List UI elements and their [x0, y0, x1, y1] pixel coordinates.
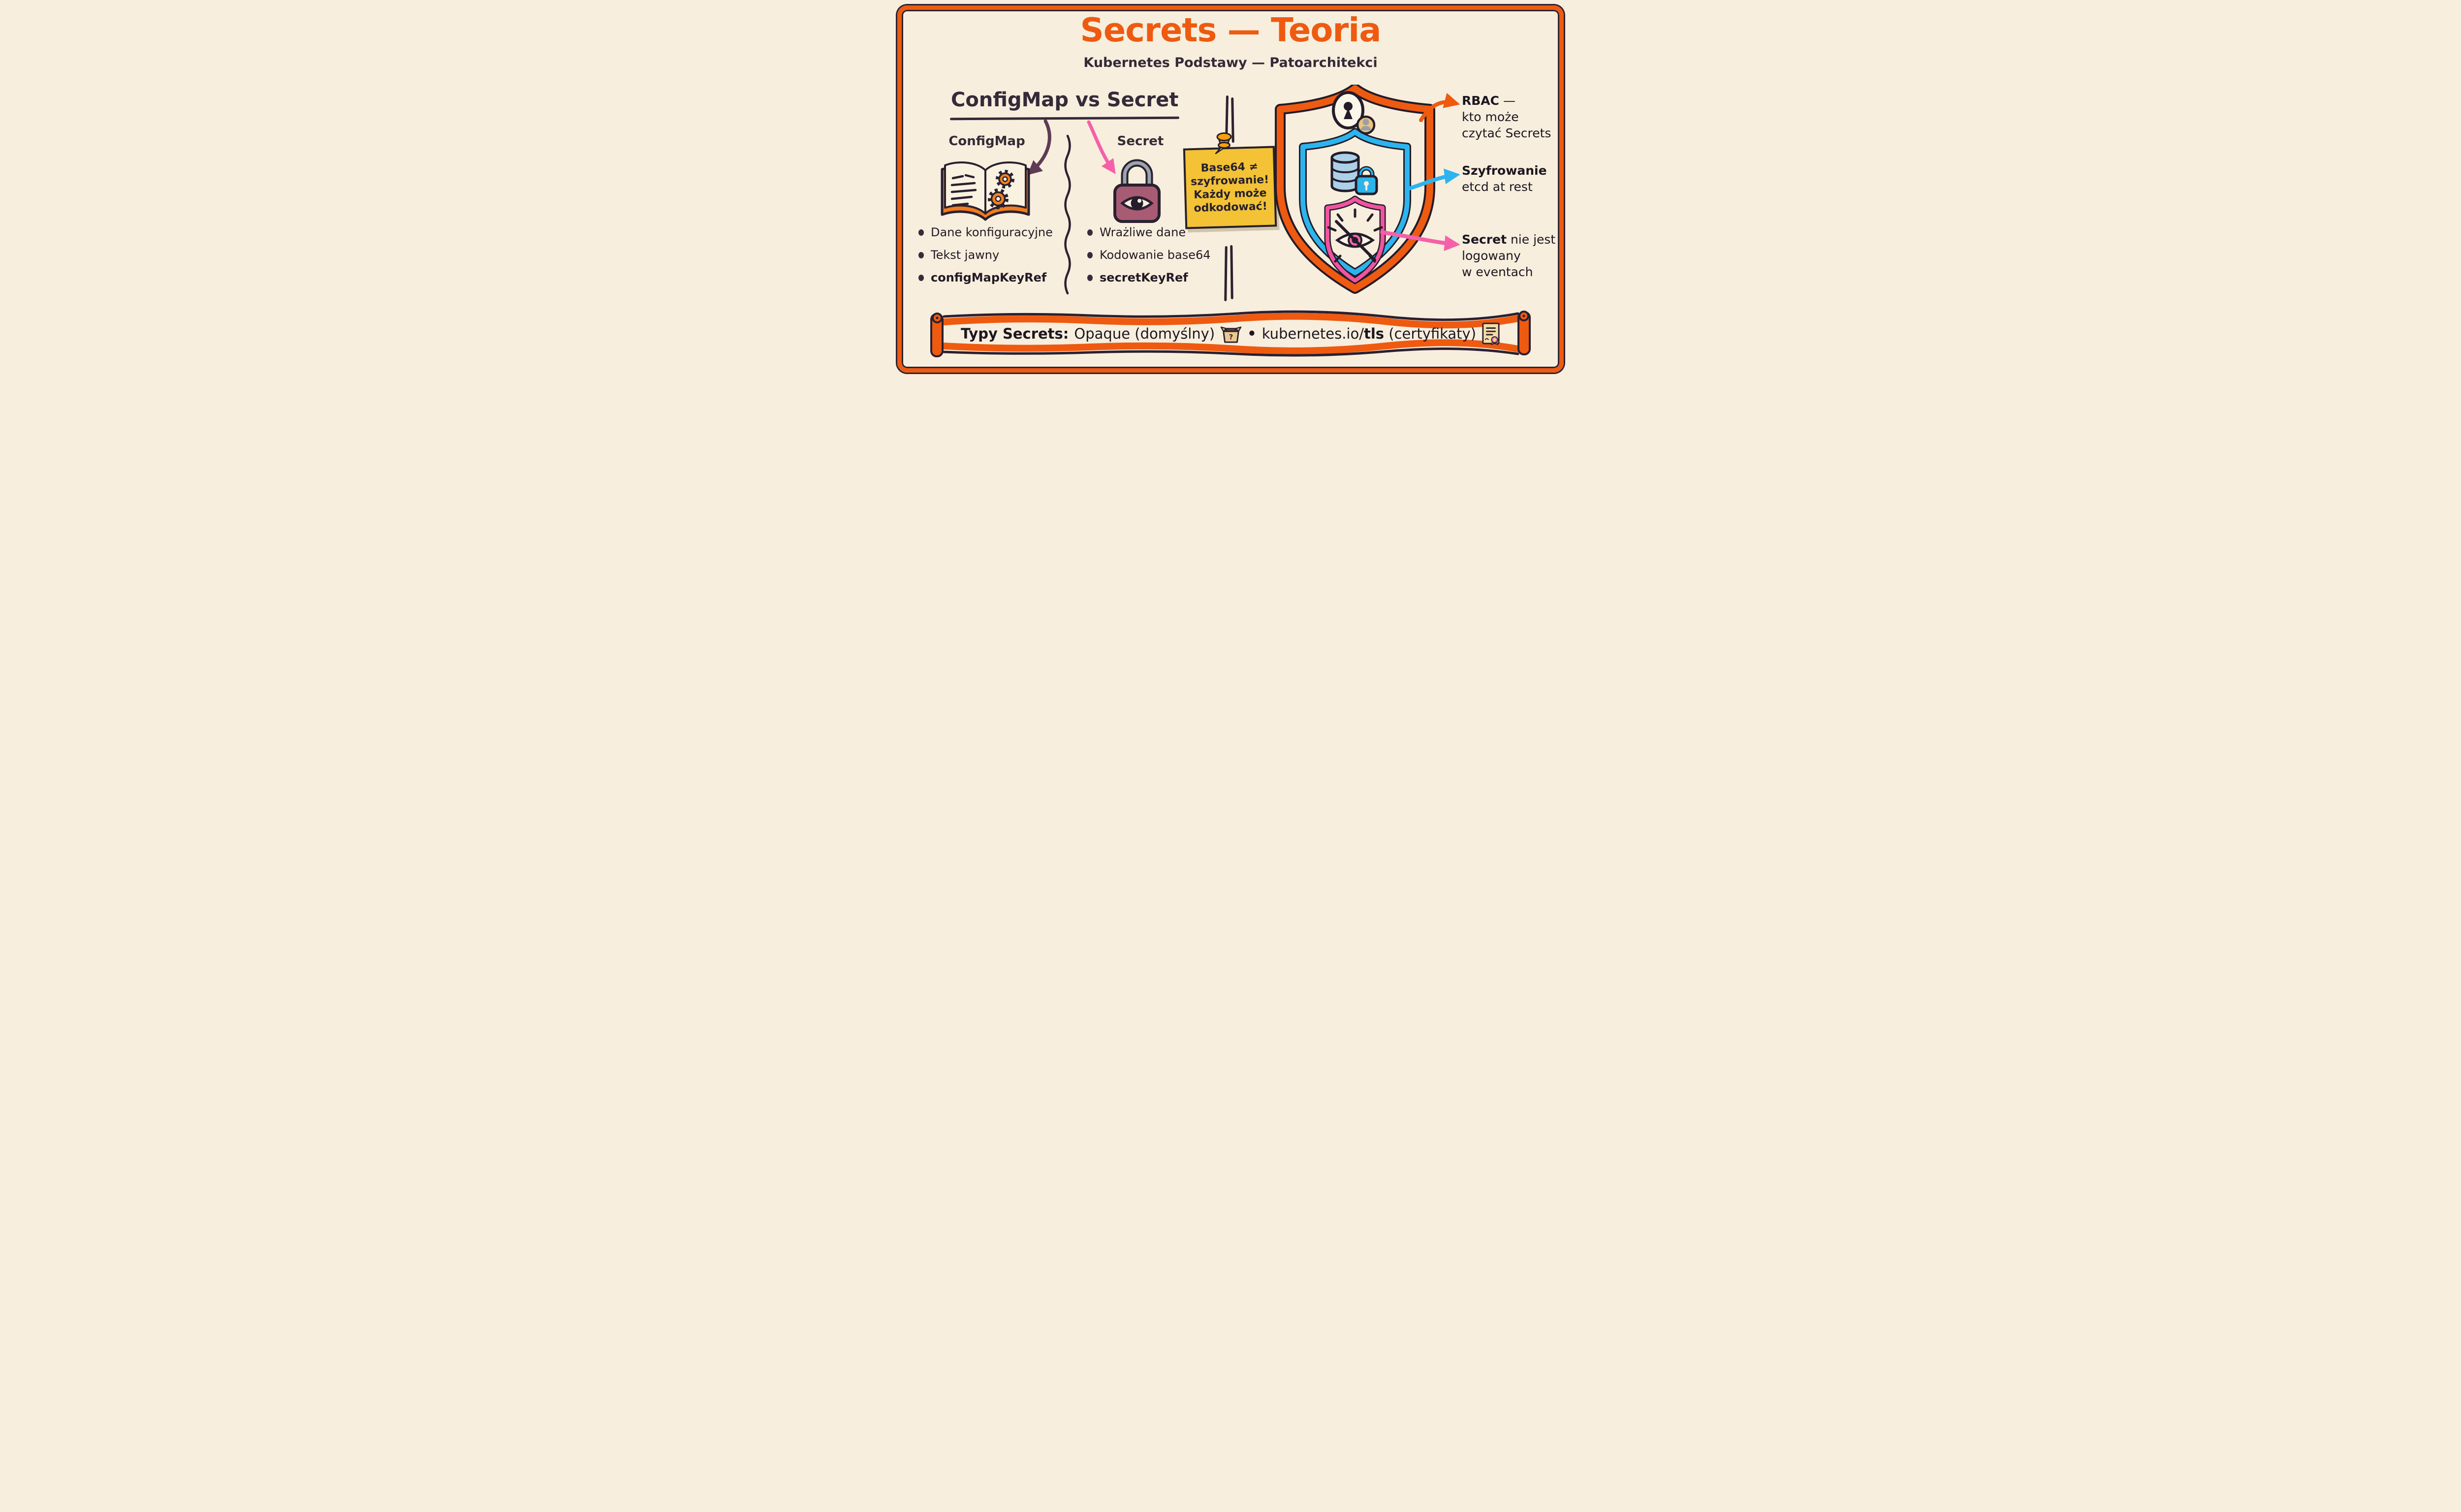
list-item: configMapKeyRef	[917, 271, 1053, 284]
configmap-column-label: ConfigMap	[948, 134, 1025, 149]
certificate-ribbon-icon	[1482, 322, 1500, 345]
annotation-rbac: RBAC — kto może czytać Secrets	[1462, 93, 1551, 141]
annotation-text: —	[1499, 94, 1515, 108]
banner-text-bold: tls	[1364, 325, 1385, 342]
arrow-to-secret-icon	[1087, 120, 1116, 174]
heading-arrows	[1027, 119, 1116, 175]
inner-pink-shield-icon	[1324, 195, 1386, 284]
banner-text: (certyfikaty)	[1384, 325, 1477, 342]
annotation-line: czytać Secrets	[1462, 126, 1551, 140]
banner-text: kubernetes.io/	[1262, 325, 1364, 342]
note-line: odkodować!	[1194, 200, 1268, 215]
bullet-text: secretKeyRef	[1100, 271, 1188, 284]
keyhole-icon	[1332, 91, 1364, 129]
banner-left-curl	[930, 313, 944, 357]
outer-shield-icon	[1275, 85, 1435, 294]
bullet-text: Tekst jawny	[931, 248, 1000, 262]
secret-bullet-list: Wrażliwe dane Kodowanie base64 secretKey…	[1086, 225, 1211, 293]
database-icon	[1330, 151, 1360, 192]
configmap-bullet-list: Dane konfiguracyjne Tekst jawny configMa…	[917, 225, 1053, 293]
bullet-text: Wrażliwe dane	[1100, 225, 1186, 239]
eye-icon	[1120, 196, 1154, 211]
column-divider-wavy	[1064, 134, 1071, 295]
user-avatar-icon	[1356, 115, 1376, 135]
annotation-line: kto może	[1462, 110, 1519, 124]
arrow-to-configmap-icon	[1027, 119, 1051, 175]
security-shield-illustration	[1275, 85, 1435, 294]
banner-type-opaque: Opaque (domyślny)	[1074, 325, 1215, 342]
banner-right-curl	[1517, 311, 1531, 355]
banner-type-tls: kubernetes.io/tls (certyfikaty)	[1262, 325, 1476, 342]
annotation-arrows	[1380, 93, 1460, 252]
no-view-eye-icon	[1327, 208, 1383, 263]
banner-text-row: Typy Secrets: Opaque (domyślny) ? • kube…	[942, 309, 1519, 358]
annotation-term: Secret	[1462, 232, 1507, 247]
banner-label: Typy Secrets:	[960, 325, 1069, 342]
pushpin-icon	[1215, 132, 1232, 155]
inner-blue-shield-icon	[1299, 128, 1411, 277]
infographic-canvas: Secrets — Teoria Kubernetes Podstawy — P…	[892, 0, 1569, 378]
page-title: Secrets — Teoria	[1080, 11, 1382, 49]
annotation-text: nie jest	[1507, 232, 1556, 247]
annotation-line: RBAC —	[1462, 93, 1551, 109]
annotation-term: Szyfrowanie	[1462, 163, 1547, 178]
gear-icon	[988, 189, 1009, 209]
open-box-question-icon: ?	[1220, 326, 1242, 343]
scroll-banner-decoration	[930, 310, 1531, 357]
annotation-line: w eventach	[1462, 265, 1533, 279]
annotation-line: logowany	[1462, 249, 1521, 263]
arrow-to-logging	[1380, 230, 1460, 252]
page-subtitle: Kubernetes Podstawy — Patoarchitekci	[1083, 55, 1378, 70]
sticky-note: Base64 ≠ szyfrowanie! Każdy może odkodow…	[1183, 146, 1277, 229]
eye-padlock-icon	[1113, 159, 1161, 223]
annotation-term: RBAC	[1462, 94, 1500, 108]
list-item: secretKeyRef	[1086, 271, 1211, 284]
lock-icon	[1355, 166, 1378, 195]
list-item: Dane konfiguracyjne	[917, 225, 1053, 239]
banner-separator: •	[1247, 325, 1257, 342]
arrow-to-encryption	[1406, 168, 1460, 191]
gear-icon	[996, 170, 1014, 189]
book-text-lines	[950, 174, 977, 207]
list-item: Tekst jawny	[917, 248, 1053, 262]
vertical-divider	[1224, 246, 1228, 302]
vertical-divider	[1230, 245, 1233, 300]
comparison-heading: ConfigMap vs Secret	[951, 89, 1179, 111]
secret-types-banner: Typy Secrets: Opaque (domyślny) ? • kube…	[927, 309, 1534, 358]
annotation-encryption: Szyfrowanie etcd at rest	[1462, 162, 1547, 195]
svg-text:?: ?	[1229, 333, 1233, 341]
secret-column-label: Secret	[1117, 134, 1164, 149]
bullet-text: Kodowanie base64	[1100, 248, 1211, 262]
arrow-to-rbac	[1419, 93, 1460, 122]
list-item: Wrażliwe dane	[1086, 225, 1211, 239]
list-item: Kodowanie base64	[1086, 248, 1211, 262]
open-book-gears-icon	[941, 161, 1030, 221]
annotation-line: Secret nie jest	[1462, 231, 1555, 248]
annotation-line: etcd at rest	[1462, 180, 1533, 194]
ribbon-rosette	[1491, 336, 1499, 345]
bullet-text: Dane konfiguracyjne	[931, 225, 1053, 239]
bullet-text: configMapKeyRef	[931, 271, 1047, 284]
annotation-logging: Secret nie jest logowany w eventach	[1462, 231, 1555, 280]
